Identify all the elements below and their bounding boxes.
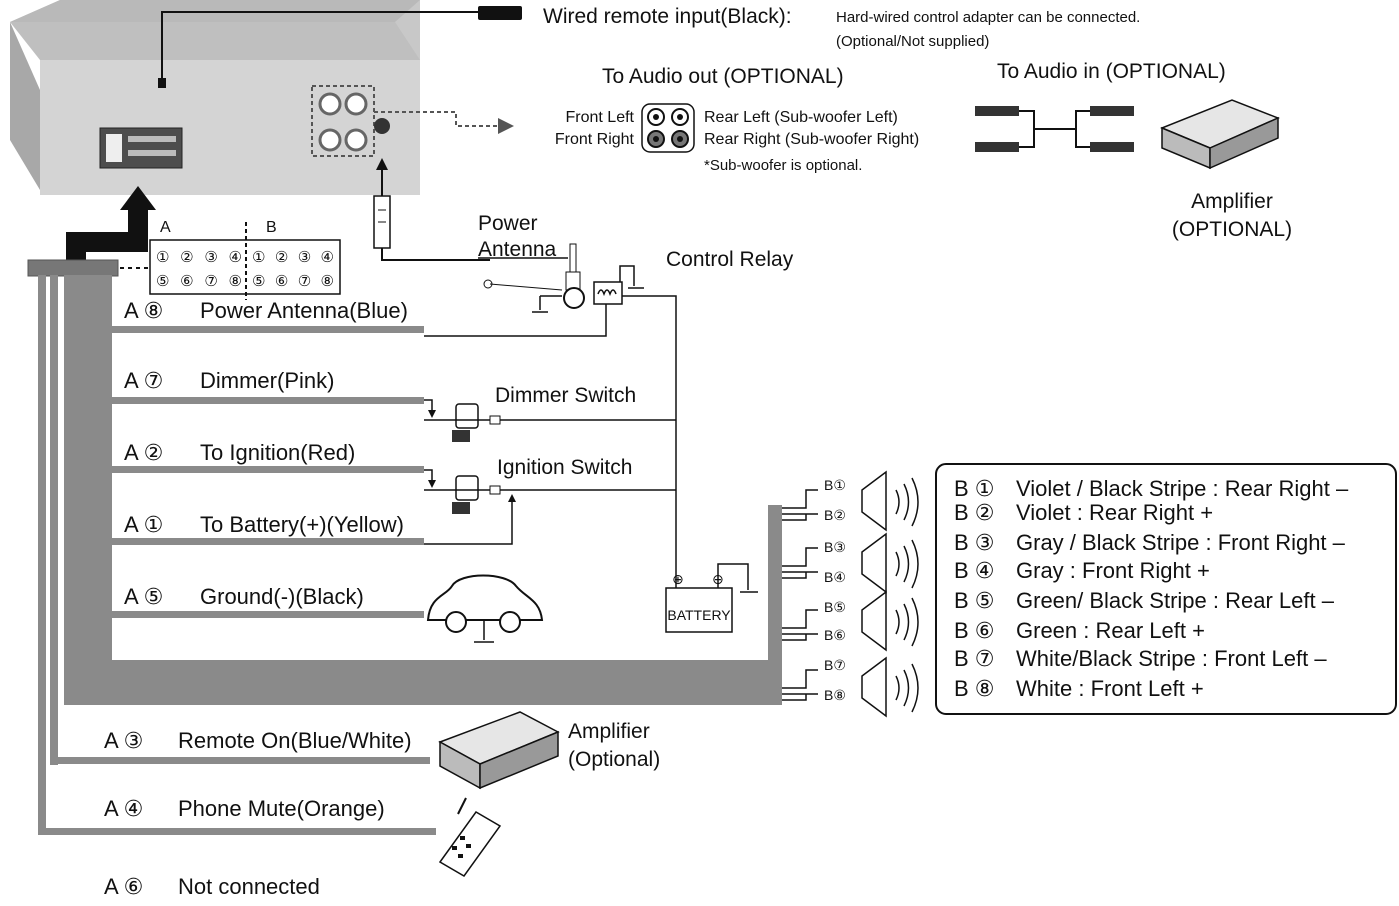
- amplifier-optional-label-2: (Optional): [568, 748, 660, 771]
- svg-text:Power Antenna(Blue): Power Antenna(Blue): [200, 298, 408, 323]
- svg-text:A ③: A ③: [104, 728, 143, 753]
- legend-pin: B ⑥: [954, 618, 995, 643]
- svg-text:A ⑥: A ⑥: [104, 874, 143, 899]
- svg-text:To Ignition(Red): To Ignition(Red): [200, 440, 355, 465]
- speaker-front-right: [782, 532, 919, 594]
- legend-pin: B ⑧: [954, 676, 995, 701]
- speaker-tag: B⑧: [824, 687, 846, 703]
- legend-pin: B ④: [954, 558, 995, 583]
- speaker-tag: B①: [824, 477, 846, 493]
- legend-pin: B ①: [954, 476, 995, 501]
- legend-text: White/Black Stripe : Front Left –: [1016, 646, 1327, 671]
- svg-text:Ground(-)(Black): Ground(-)(Black): [200, 584, 364, 609]
- audio-out-rear-right: Rear Right (Sub-woofer Right): [704, 131, 919, 148]
- svg-text:A ④: A ④: [104, 796, 143, 821]
- dimmer-switch-icon: [424, 399, 676, 442]
- dimmer-switch-label: Dimmer Switch: [495, 384, 636, 407]
- legend-text: White : Front Left +: [1016, 676, 1204, 701]
- control-relay-label: Control Relay: [666, 248, 794, 271]
- legend-pin: B ②: [954, 500, 995, 525]
- connector-b-label: B: [266, 219, 277, 236]
- speakers: B① B② B③ B④ B⑤ B⑥ B⑦ B⑧: [782, 470, 919, 718]
- svg-text:A ⑦: A ⑦: [124, 368, 163, 393]
- svg-text:A ②: A ②: [124, 440, 163, 465]
- legend-text: Green/ Black Stripe : Rear Left –: [1016, 588, 1335, 613]
- legend-text: Gray : Front Right +: [1016, 558, 1210, 583]
- ignition-switch-label: Ignition Switch: [497, 456, 632, 479]
- legend-pin: B ⑤: [954, 588, 995, 613]
- rca-cable-icon: [975, 106, 1134, 152]
- remote-input-label: Wired remote input(Black):: [543, 5, 792, 28]
- wire-not-connected: A ⑥ Not connected: [104, 874, 320, 899]
- connector-a-label: A: [160, 219, 171, 236]
- remote-input-note2: (Optional/Not supplied): [836, 33, 989, 50]
- wire-ground: A ⑤ Ground(-)(Black): [124, 584, 364, 609]
- legend-text: Violet : Rear Right +: [1016, 500, 1213, 525]
- mobile-phone-icon: [438, 797, 502, 877]
- wire-dimmer: A ⑦ Dimmer(Pink): [124, 368, 334, 393]
- speaker-rear-right: [782, 470, 919, 532]
- audio-out-front-right: Front Right: [555, 131, 635, 148]
- components: Power Antenna Control Relay Dimmer Switc…: [424, 212, 794, 877]
- amplifier-optional-label-1: Amplifier: [568, 720, 650, 743]
- wire-power-antenna: A ⑧ Power Antenna(Blue): [124, 298, 408, 323]
- legend-pin: B ③: [954, 530, 995, 555]
- amplifier-bottom-icon: [438, 711, 560, 790]
- legend-text: Gray / Black Stripe : Front Right –: [1016, 530, 1346, 555]
- audio-out-title: To Audio out (OPTIONAL): [602, 65, 844, 88]
- audio-in-title: To Audio in (OPTIONAL): [997, 60, 1226, 83]
- svg-text:To Battery(+)(Yellow): To Battery(+)(Yellow): [200, 512, 404, 537]
- speaker-tag: B④: [824, 569, 846, 585]
- car-ground-icon: [426, 574, 544, 643]
- speaker-rear-left: [782, 590, 919, 652]
- svg-text:Remote On(Blue/White): Remote On(Blue/White): [178, 728, 412, 753]
- speaker-tag: B③: [824, 539, 846, 555]
- remote-plug: [478, 6, 522, 20]
- wire-remote-on: A ③ Remote On(Blue/White): [104, 728, 412, 753]
- audio-out-jacks: [641, 103, 695, 153]
- wire-ignition: A ② To Ignition(Red): [124, 440, 355, 465]
- audio-section: Wired remote input(Black): Hard-wired co…: [543, 5, 1292, 241]
- audio-in-amp-line2: (OPTIONAL): [1172, 218, 1292, 241]
- legend-pin: B ⑦: [954, 646, 995, 671]
- svg-text:A ⑧: A ⑧: [124, 298, 163, 323]
- legend-text: Violet / Black Stripe : Rear Right –: [1016, 476, 1349, 501]
- ignition-switch-icon: [424, 469, 676, 545]
- svg-text:⊕: ⊕: [672, 571, 684, 587]
- power-antenna-label-2: Antenna: [478, 238, 557, 261]
- svg-text:Phone Mute(Orange): Phone Mute(Orange): [178, 796, 385, 821]
- rca-jacks: [311, 85, 390, 157]
- audio-in-amp-line1: Amplifier: [1191, 190, 1273, 213]
- speaker-tag: B⑥: [824, 627, 846, 643]
- speaker-tag: B②: [824, 507, 846, 523]
- wire-labels: A ⑧ Power Antenna(Blue) A ⑦ Dimmer(Pink)…: [104, 298, 412, 899]
- audio-out-front-left: Front Left: [566, 109, 635, 126]
- speaker-front-left: [782, 656, 919, 718]
- wire-phone-mute: A ④ Phone Mute(Orange): [104, 796, 385, 821]
- audio-out-rear-left: Rear Left (Sub-woofer Left): [704, 109, 898, 126]
- head-unit: [10, 0, 522, 261]
- power-antenna-label-1: Power: [478, 212, 538, 235]
- amplifier-top-icon: [1160, 99, 1280, 170]
- harness-trunk: [27, 186, 782, 835]
- battery-label: BATTERY: [667, 607, 731, 623]
- svg-text:Not connected: Not connected: [178, 874, 320, 899]
- power-antenna-icon: [478, 243, 585, 313]
- remote-input-note: Hard-wired control adapter can be connec…: [836, 9, 1140, 26]
- svg-text:A ⑤: A ⑤: [124, 584, 163, 609]
- svg-text:A ①: A ①: [124, 512, 163, 537]
- legend-text: Green : Rear Left +: [1016, 618, 1205, 643]
- speaker-tag: B⑦: [824, 657, 846, 673]
- audio-out-footnote: *Sub-woofer is optional.: [704, 157, 862, 174]
- speaker-legend: B ① Violet / Black Stripe : Rear Right –…: [935, 463, 1397, 715]
- speaker-tag: B⑤: [824, 599, 846, 615]
- wire-battery: A ① To Battery(+)(Yellow): [124, 512, 404, 537]
- svg-text:Dimmer(Pink): Dimmer(Pink): [200, 368, 334, 393]
- connector-pin-block: A B ①②③④ ⑤⑥⑦⑧ ①②③④ ⑤⑥⑦⑧: [149, 219, 341, 300]
- battery-icon: ⊕ ⊖: [665, 563, 758, 633]
